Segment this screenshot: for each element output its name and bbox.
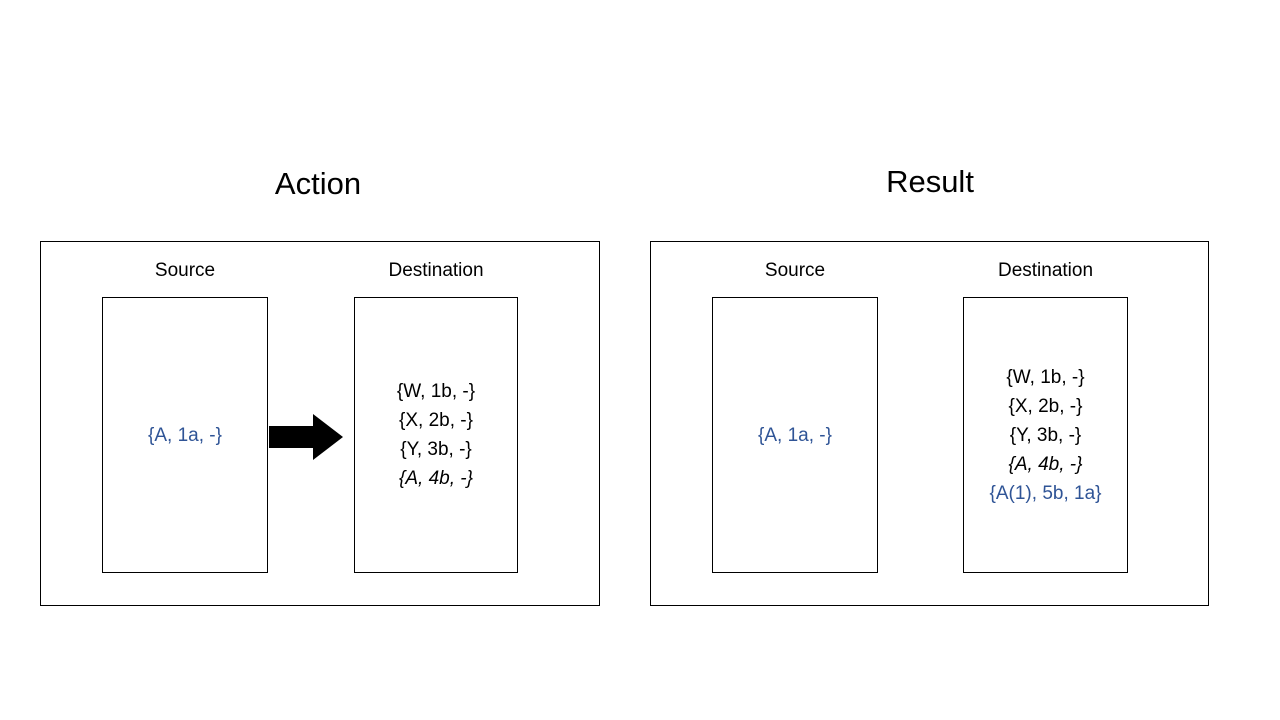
tuple-row: {W, 1b, -} xyxy=(396,381,476,402)
tuple-row: {Y, 3b, -} xyxy=(400,439,472,460)
right-arrow-icon xyxy=(269,414,343,460)
result-source-items: {A, 1a, -} xyxy=(713,421,877,450)
result-source-label: Source xyxy=(764,260,826,281)
action-source-label: Source xyxy=(154,260,216,281)
result-destination-items: {W, 1b, -} {X, 2b, -} {Y, 3b, -} {A, 4b, -}… xyxy=(964,363,1127,508)
tuple-row: {W, 1b, -} xyxy=(1006,366,1085,388)
action-source-box: {A, 1a, -} xyxy=(102,297,268,573)
result-source-box: {A, 1a, -} xyxy=(712,297,878,573)
action-source-items: {A, 1a, -} xyxy=(103,421,267,450)
tuple-row: {X, 2b, -} xyxy=(1008,395,1083,417)
tuple-row: {A, 1a, -} xyxy=(758,424,832,446)
result-section-title: Result xyxy=(886,164,974,199)
action-destination-label: Destination xyxy=(388,260,484,281)
action-destination-items: {W, 1b, -} {X, 2b, -} {Y, 3b, -} {A, 4b, -} xyxy=(355,377,517,493)
tuple-row: {X, 2b, -} xyxy=(399,410,473,431)
result-destination-label: Destination xyxy=(997,260,1094,281)
tuple-row: {Y, 3b, -} xyxy=(1009,424,1082,446)
action-destination-box: {W, 1b, -} {X, 2b, -} {Y, 3b, -} {A, 4b, -} xyxy=(354,297,518,573)
tuple-row: {A, 4b, -} xyxy=(399,468,473,489)
result-destination-box: {W, 1b, -} {X, 2b, -} {Y, 3b, -} {A, 4b, -}… xyxy=(963,297,1128,573)
tuple-row: {A, 1a, -} xyxy=(148,424,222,446)
tuple-row: {A, 4b, -} xyxy=(1008,453,1083,475)
action-section-title: Action xyxy=(274,166,362,201)
tuple-row: {A(1), 5b, 1a} xyxy=(989,482,1102,504)
